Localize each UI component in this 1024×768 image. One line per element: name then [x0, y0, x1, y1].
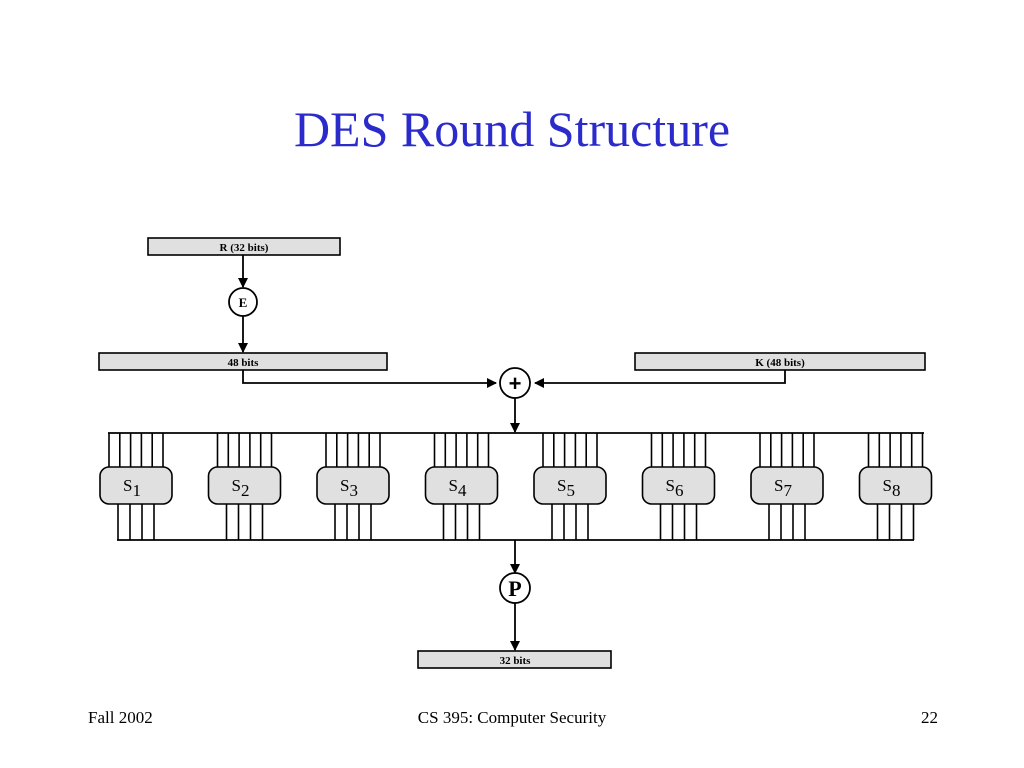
sbox-label: S2: [232, 476, 250, 500]
xor-node: +: [499, 367, 531, 399]
sbox-6: S6: [641, 433, 716, 540]
r-input-box: R (32 bits): [147, 237, 341, 256]
xor-symbol: +: [509, 371, 522, 396]
key-to-xor-arrow: [534, 370, 786, 388]
sbox-row: S1 S2 S3 S4 S5 S6 S7 S8: [99, 433, 933, 540]
expanded-48bits-box: 48 bits: [98, 352, 388, 371]
sbox-1: S1: [99, 433, 173, 540]
expansion-label: E: [239, 295, 248, 310]
output-32bits-label: 32 bits: [500, 655, 532, 667]
sbox-label: S8: [883, 476, 901, 500]
permutation-node: P: [499, 572, 531, 604]
r-input-label: R (32 bits): [220, 242, 269, 254]
sbox-2: S2: [207, 433, 282, 540]
slide-title: DES Round Structure: [293, 101, 731, 157]
key-label: K (48 bits): [755, 357, 805, 369]
footer-date: Fall 2002: [88, 708, 153, 727]
sbox-label: S6: [666, 476, 684, 500]
footer-course: CS 395: Computer Security: [417, 708, 607, 727]
sbox-label: S3: [340, 476, 358, 500]
expanded-48bits-label: 48 bits: [228, 357, 260, 369]
expansion-node: E: [228, 287, 258, 317]
sbox-3: S3: [316, 433, 390, 540]
sbox-5: S5: [533, 433, 607, 540]
sbox-label: S7: [774, 476, 792, 500]
sbox-label: S4: [449, 476, 467, 500]
sbox-8: S8: [858, 433, 933, 540]
48bits-to-xor-arrow: [242, 370, 497, 388]
footer-page-number: 22: [921, 708, 938, 727]
permutation-label: P: [508, 576, 521, 601]
sbox-7: S7: [750, 433, 824, 540]
output-32bits-box: 32 bits: [417, 650, 612, 669]
sbox-4: S4: [424, 433, 499, 540]
sbox-label: S1: [123, 476, 141, 500]
sbox-label: S5: [557, 476, 575, 500]
key-box: K (48 bits): [634, 352, 926, 371]
